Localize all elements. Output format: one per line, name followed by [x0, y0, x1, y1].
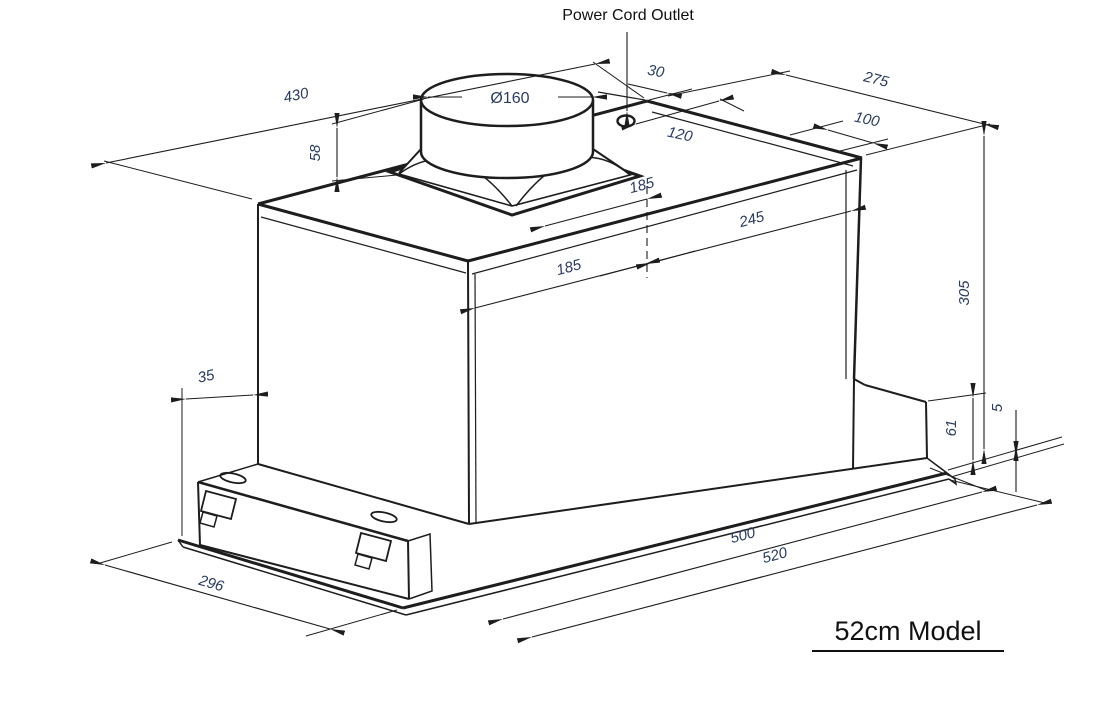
dimension-bracket-overhang: 35 [170, 366, 269, 536]
bracket-right-edge [407, 540, 410, 600]
bracket-clip-1-tab [199, 511, 218, 528]
dim-line [89, 558, 346, 636]
dim-bracket-overhang: 35 [196, 366, 216, 386]
dim-body-height: 305 [956, 280, 973, 306]
bracket-screw-slot-2 [370, 510, 398, 524]
dim-base-depth: 296 [196, 572, 226, 596]
top-face-left-edge [257, 202, 469, 263]
flange-front-bottom-edge [405, 478, 950, 616]
front-left-vertical-edge [467, 260, 470, 525]
dimension-base-depth: 296 [89, 541, 398, 637]
step-kink-edge [853, 378, 866, 386]
dim-duct-diameter: Ø160 [490, 90, 529, 107]
outlet-hole [616, 114, 636, 128]
ext-line-plate-bottom [950, 443, 1065, 478]
mounting-bracket [197, 463, 433, 600]
ext-line [835, 138, 889, 153]
dimension-front-split: 185 245 [459, 204, 867, 315]
ext-line [103, 160, 253, 200]
power-cord-outlet-label: Power Cord Outlet [562, 7, 694, 24]
dimension-top-width: 430 [90, 58, 645, 200]
dimension-overall-width: 520 [516, 479, 1053, 644]
dim-step-height: 61 [943, 420, 960, 437]
dim-line [627, 83, 683, 99]
dim-line [770, 68, 1000, 131]
dim-outlet-offset-side: 120 [666, 124, 695, 146]
dim-top-width: 430 [282, 85, 311, 107]
dimension-outlet-offset-side: 120 [620, 94, 745, 146]
front-left-inner-edge [474, 273, 477, 523]
top-panel-thickness-left [260, 216, 467, 274]
step-left-edge [852, 378, 855, 470]
bottom-flange [177, 457, 958, 616]
dimension-collar-height: 58 [307, 98, 425, 192]
dim-overall-width: 520 [761, 544, 790, 567]
dimension-rear-flange-depth: 100 [789, 109, 889, 153]
dim-collar-height: 58 [307, 144, 324, 161]
dimension-outlet-offset-rear: 30 [627, 62, 693, 101]
bracket-right-end-cap [407, 532, 433, 600]
model-caption: 52cm Model [812, 616, 1004, 652]
step-top-edge [864, 384, 927, 403]
dim-line [620, 94, 735, 131]
dimension-top-depth: 275 [667, 68, 1000, 156]
bracket-left-edge [197, 481, 201, 546]
dim-flange-thickness: 5 [989, 403, 1006, 412]
bracket-bottom-edge [199, 544, 410, 600]
bracket-top-front-edge [197, 480, 409, 543]
dim-duct-center-to-right: 245 [737, 208, 767, 231]
left-face-bottom-edge [257, 463, 470, 525]
dim-line [529, 192, 663, 233]
dim-line [812, 123, 889, 150]
ext-line [719, 98, 745, 112]
flange-front-top-edge [402, 471, 948, 610]
flange-left-cap [177, 539, 184, 548]
dim-arrow-left-of-center [599, 257, 661, 277]
dim-line [90, 58, 611, 169]
ext-line [667, 70, 791, 97]
bracket-screw-slot-1 [219, 471, 247, 485]
ext-line [789, 120, 844, 136]
dim-line [516, 498, 1053, 644]
ext-line-plate-top [947, 436, 1063, 471]
dimension-step-height: 61 [927, 383, 987, 475]
bracket-clip-1 [199, 489, 238, 521]
dim-line [170, 391, 269, 403]
ext-line [331, 98, 425, 125]
dimension-cutout-width: 500 [487, 467, 998, 626]
flange-top-right-sliver [926, 457, 948, 474]
dimension-flange-thickness: 5 [947, 403, 1065, 492]
model-label: 52cm Model [834, 616, 981, 646]
step-right-edge [925, 401, 928, 459]
front-face-bottom-edge [468, 457, 928, 525]
dim-duct-center-from-left-front: 185 [555, 256, 584, 279]
dim-arrow-right-of-center [635, 250, 696, 270]
ext-line [305, 609, 398, 637]
ext-line [927, 392, 987, 402]
bracket-clip-2-tab [354, 553, 373, 570]
dim-top-depth: 275 [861, 68, 891, 91]
ext-line [99, 541, 173, 564]
dimension-duct-diameter: Ø160 [413, 90, 607, 107]
dim-outlet-offset-rear: 30 [646, 62, 666, 82]
front-right-vertical-edge [852, 157, 863, 380]
dim-rear-flange-depth: 100 [853, 109, 882, 131]
dim-duct-center-from-left-top: 185 [628, 174, 657, 197]
bracket-clip-2 [354, 531, 393, 563]
ext-line [331, 174, 398, 182]
ext-line [949, 479, 1046, 504]
dim-line [487, 485, 998, 626]
dimension-body-height: 305 [956, 121, 987, 464]
